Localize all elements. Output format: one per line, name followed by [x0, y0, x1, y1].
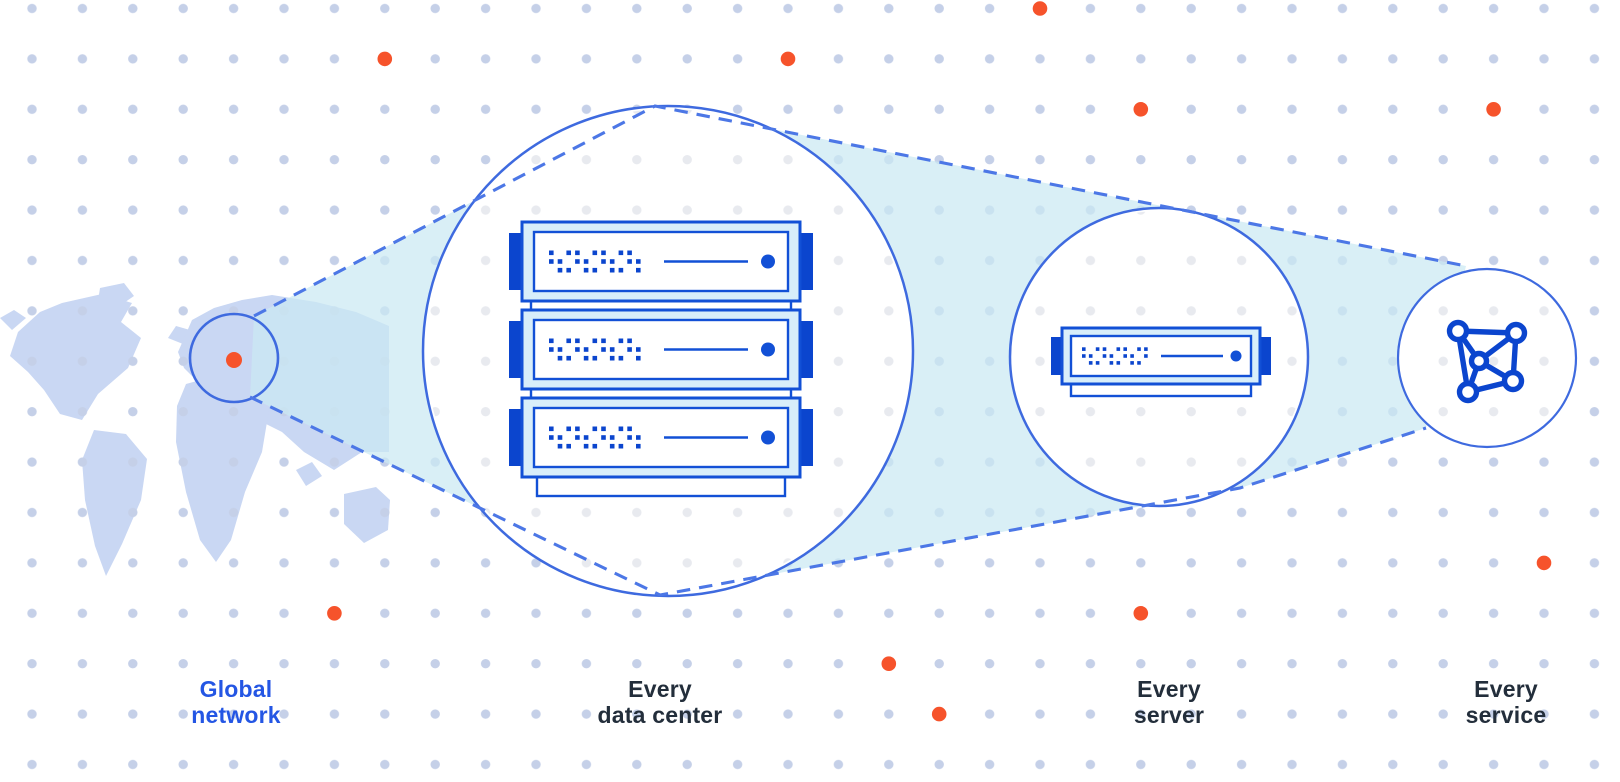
server-rack-icon: [509, 220, 813, 498]
label-every-data-center: Every data center: [597, 676, 723, 728]
accent-dots: [327, 1, 1552, 722]
accent-dot: [1486, 102, 1501, 117]
accent-dot: [931, 706, 947, 722]
label-every-service: Every service: [1465, 676, 1547, 728]
dashed-beam-line-top: [253, 104, 1467, 318]
accent-dot: [1032, 1, 1048, 16]
server-unit: [509, 220, 813, 303]
label-every-server: Every server: [1133, 676, 1205, 728]
server-unit: [509, 396, 813, 479]
server-icon: [1051, 326, 1271, 398]
label-global-network: Global network: [191, 676, 281, 728]
accent-dot: [1536, 555, 1552, 571]
accent-dot: [780, 51, 796, 67]
server-unit: [509, 308, 813, 391]
accent-dot: [327, 606, 342, 621]
globe-highlight-ring: [188, 312, 280, 404]
accent-dot: [1133, 606, 1149, 621]
location-marker-icon: [226, 352, 242, 368]
mesh-network-icon: [1446, 319, 1528, 404]
accent-dot: [377, 51, 393, 67]
dashed-beam-line-bottom: [249, 395, 1427, 597]
accent-dot: [881, 656, 897, 671]
accent-dot: [1133, 102, 1149, 117]
